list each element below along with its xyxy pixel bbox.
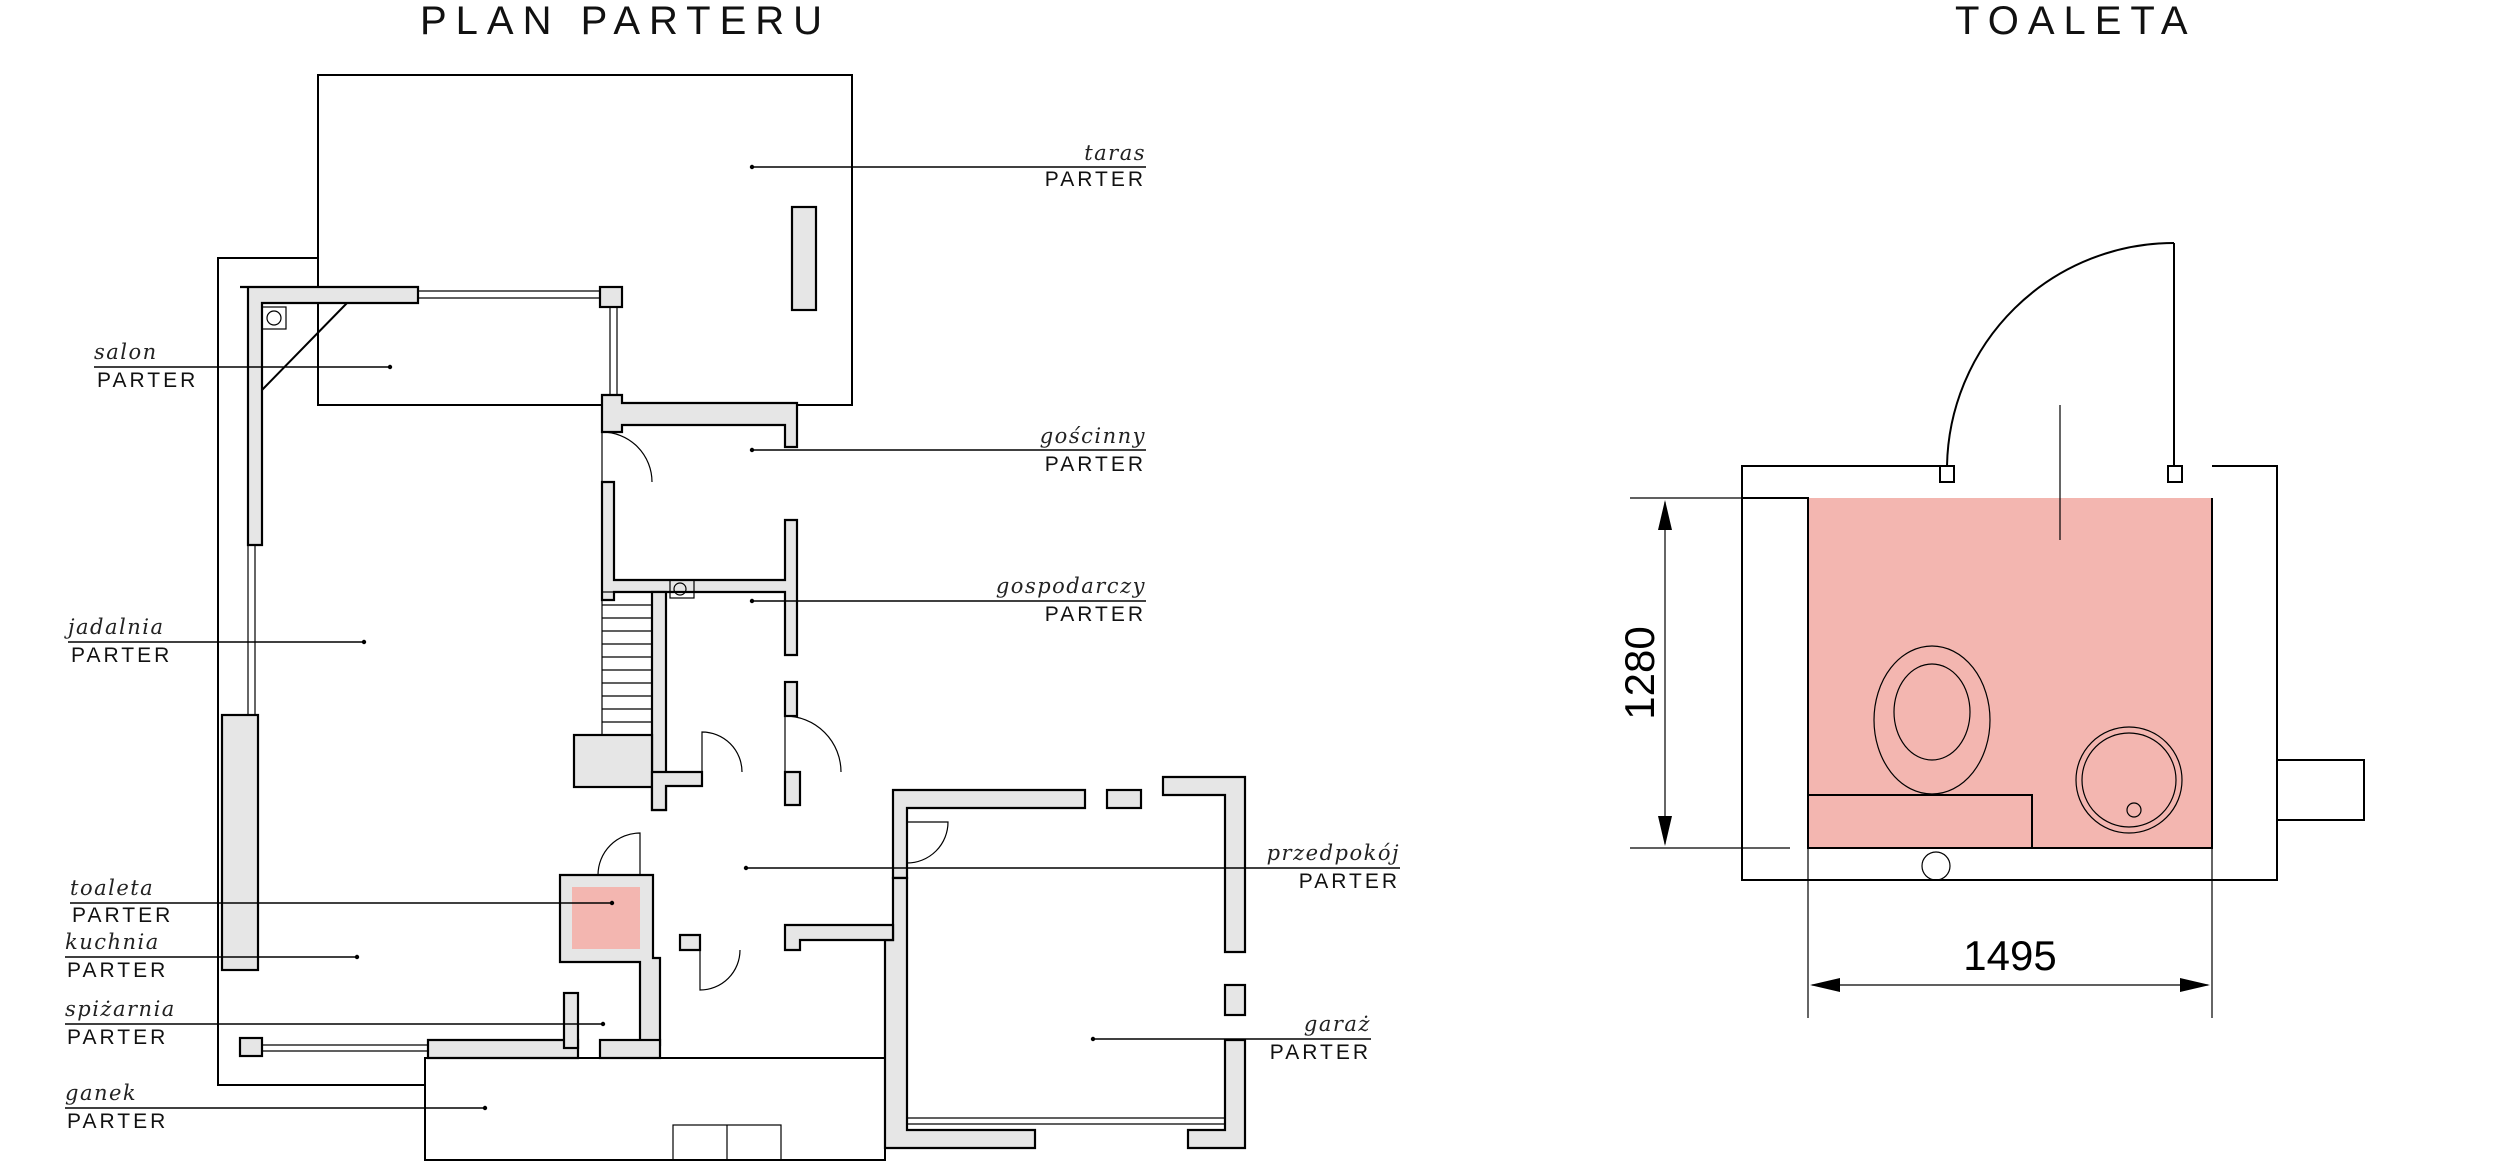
label-toaleta-name: toaleta: [70, 876, 154, 900]
dim-height-arrow-bottom: [1658, 816, 1672, 846]
garage-east-wall: [1161, 775, 1247, 954]
staircase: [601, 591, 653, 736]
label-garaz-name: garaż: [1304, 1012, 1371, 1036]
hall-south-wall: [783, 923, 895, 952]
wc-seat: [1893, 663, 1971, 761]
door-hall: [701, 731, 743, 773]
toilet-detail-outline: [1741, 465, 2365, 881]
garage-east-window-wall: [1223, 983, 1247, 1017]
stove-circle: [266, 310, 282, 326]
pantry-wall: [562, 991, 580, 1050]
dim-width-arrow-right: [2180, 978, 2210, 992]
ground-floor-plan: [217, 74, 1247, 1161]
label-ganek-name: ganek: [65, 1081, 137, 1105]
door-jamb-left: [1939, 465, 1955, 483]
label-garaz-level: PARTER: [1270, 1041, 1371, 1064]
hall-north-wall: [650, 770, 704, 812]
dim-height-arrow-top: [1658, 500, 1672, 530]
label-jadalnia-name: jadalnia: [64, 615, 164, 639]
label-przedpokoj-level: PARTER: [1299, 870, 1400, 893]
label-salon-name: salon: [94, 340, 158, 364]
west-wall-lower: [220, 713, 260, 972]
label-salon-level: PARTER: [97, 369, 198, 392]
label-jadalnia-level: PARTER: [71, 644, 172, 667]
garage-north-wall: [891, 788, 1087, 880]
label-przedpokoj-name: przedpokój: [1267, 841, 1400, 865]
toilet-room-fill: [1808, 498, 2212, 848]
dim-width-value: 1495: [1963, 932, 2056, 979]
door-utility: [784, 715, 842, 773]
guest-room-west-wall: [600, 480, 799, 657]
label-kuchnia-level: PARTER: [67, 959, 168, 982]
guest-room-walls: [600, 393, 799, 449]
label-gospodarczy-name: gospodarczy: [996, 574, 1146, 598]
house-outline: [217, 257, 425, 1086]
north-wall-post: [598, 285, 624, 309]
stove: [261, 306, 287, 330]
toilet-detail: 1280 1495: [1616, 242, 2365, 1018]
terrace-bench: [790, 205, 818, 312]
label-taras-level: PARTER: [1045, 168, 1146, 191]
terrace-outline: [317, 74, 853, 406]
staircase-block: [572, 733, 654, 789]
door-garage: [906, 821, 949, 864]
door-kitchen: [699, 949, 741, 991]
plan-title: PLAN PARTERU: [420, 0, 831, 43]
toilet-door-swing: [1946, 242, 2175, 467]
garage-south-east-wall: [1186, 1038, 1247, 1150]
garage-north-wall-2: [1105, 788, 1143, 810]
dim-height-value: 1280: [1616, 626, 1663, 719]
door-jamb-right: [2167, 465, 2183, 483]
label-goscinny-level: PARTER: [1045, 453, 1146, 476]
sink-basin: [2075, 726, 2183, 834]
hall-south-wall-2: [678, 933, 702, 952]
wc-bowl: [1873, 645, 1991, 795]
label-toaleta-level: PARTER: [72, 904, 173, 927]
south-wall-post: [598, 1038, 662, 1060]
floor-drain: [1921, 851, 1951, 881]
dim-width-arrow-left: [1810, 978, 1840, 992]
south-west-corner: [238, 1036, 264, 1058]
hall-east-wall: [783, 770, 802, 807]
detail-title: TOALETA: [1955, 0, 2197, 43]
porch-outline: [424, 1057, 886, 1161]
stove-diagonal: [261, 302, 348, 391]
label-gospodarczy-level: PARTER: [1045, 603, 1146, 626]
garage-west-wall: [883, 876, 1037, 1150]
toilet-highlight: [572, 887, 640, 949]
boiler: [669, 579, 695, 599]
sink-drain: [2126, 802, 2142, 818]
label-spizarnia-name: spiżarnia: [65, 997, 176, 1021]
door-guest-room: [601, 431, 653, 483]
label-goscinny-name: gościnny: [1040, 424, 1146, 448]
label-taras-name: taras: [1084, 141, 1146, 165]
label-ganek-level: PARTER: [67, 1110, 168, 1133]
label-spizarnia-level: PARTER: [67, 1026, 168, 1049]
room-labels: taras PARTER salon PARTER gościnny PARTE…: [64, 141, 1400, 1133]
utility-wall: [783, 680, 799, 718]
door-toilet: [597, 832, 641, 876]
west-wall: [240, 285, 420, 547]
sink-basin-inner: [2081, 732, 2177, 828]
boiler-circle: [673, 582, 687, 596]
label-kuchnia-name: kuchnia: [65, 930, 160, 954]
kitchen-south-wall: [426, 1038, 580, 1060]
